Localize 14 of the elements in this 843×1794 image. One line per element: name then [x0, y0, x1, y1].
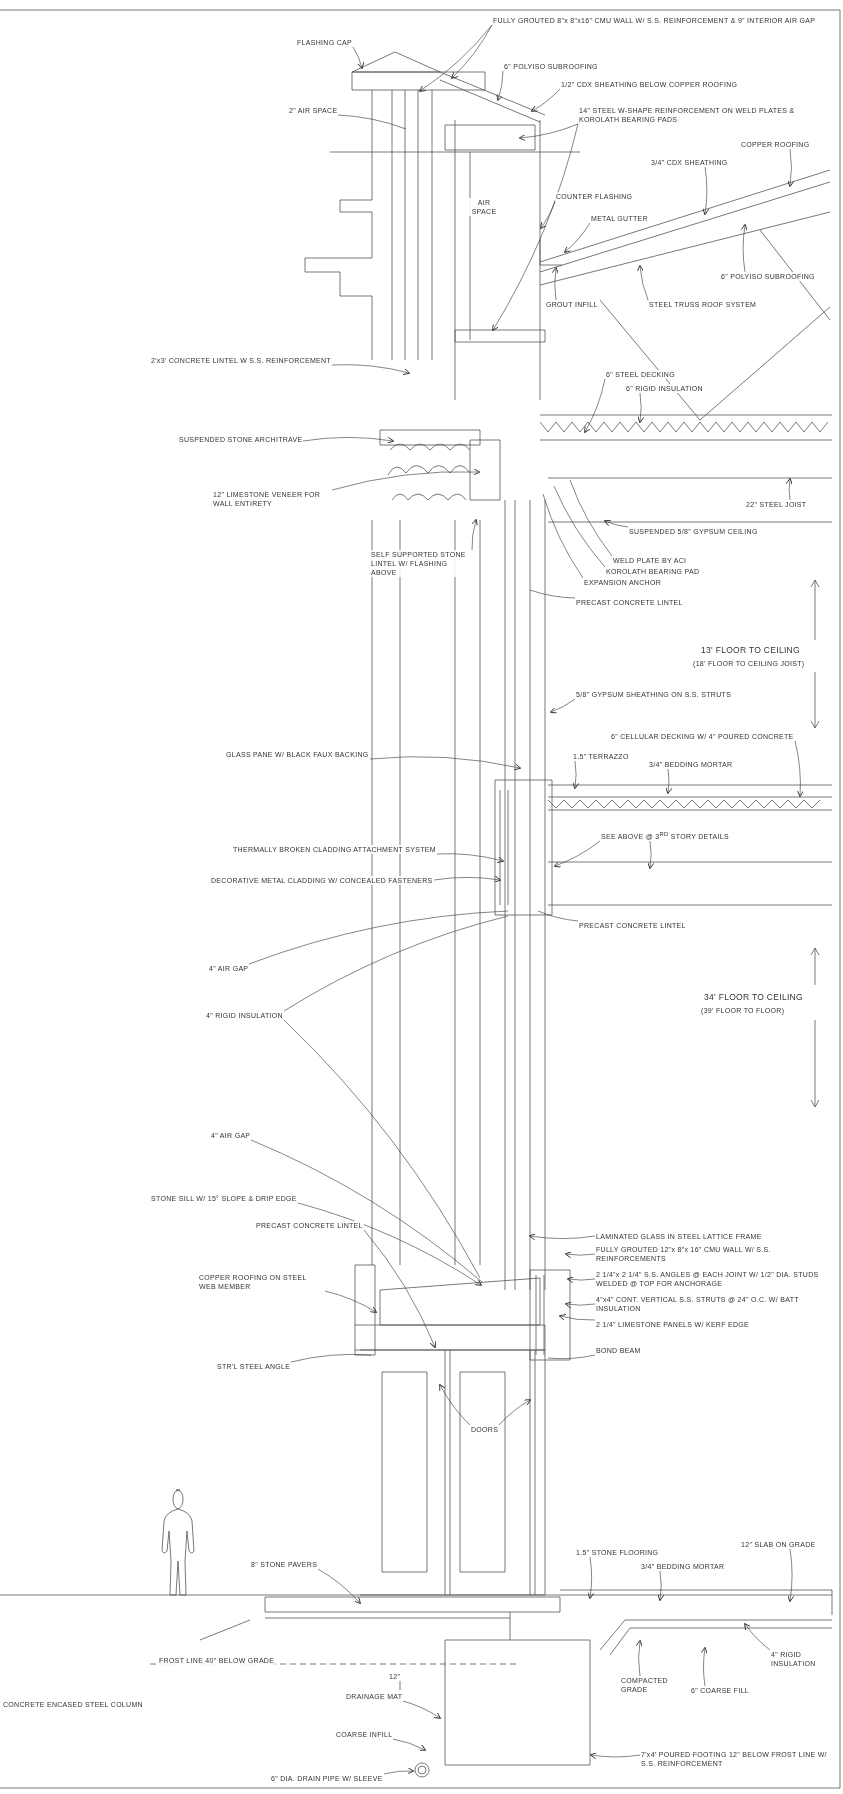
leader-line	[537, 910, 579, 922]
dimension-text: 34' FLOOR TO CEILING	[703, 992, 804, 1002]
leader-line	[283, 1019, 481, 1279]
leader-line	[290, 1354, 372, 1363]
leader-line	[542, 493, 584, 579]
leader-line	[337, 114, 407, 130]
leader-line	[529, 589, 576, 599]
leader-line	[250, 1139, 483, 1283]
leader-line	[553, 485, 606, 568]
leader-line	[283, 915, 509, 1012]
leader-line	[248, 910, 509, 965]
leader-line	[569, 479, 613, 557]
dimension-text: 13' FLOOR TO CEILING	[700, 645, 801, 655]
leader-line	[547, 1354, 596, 1359]
